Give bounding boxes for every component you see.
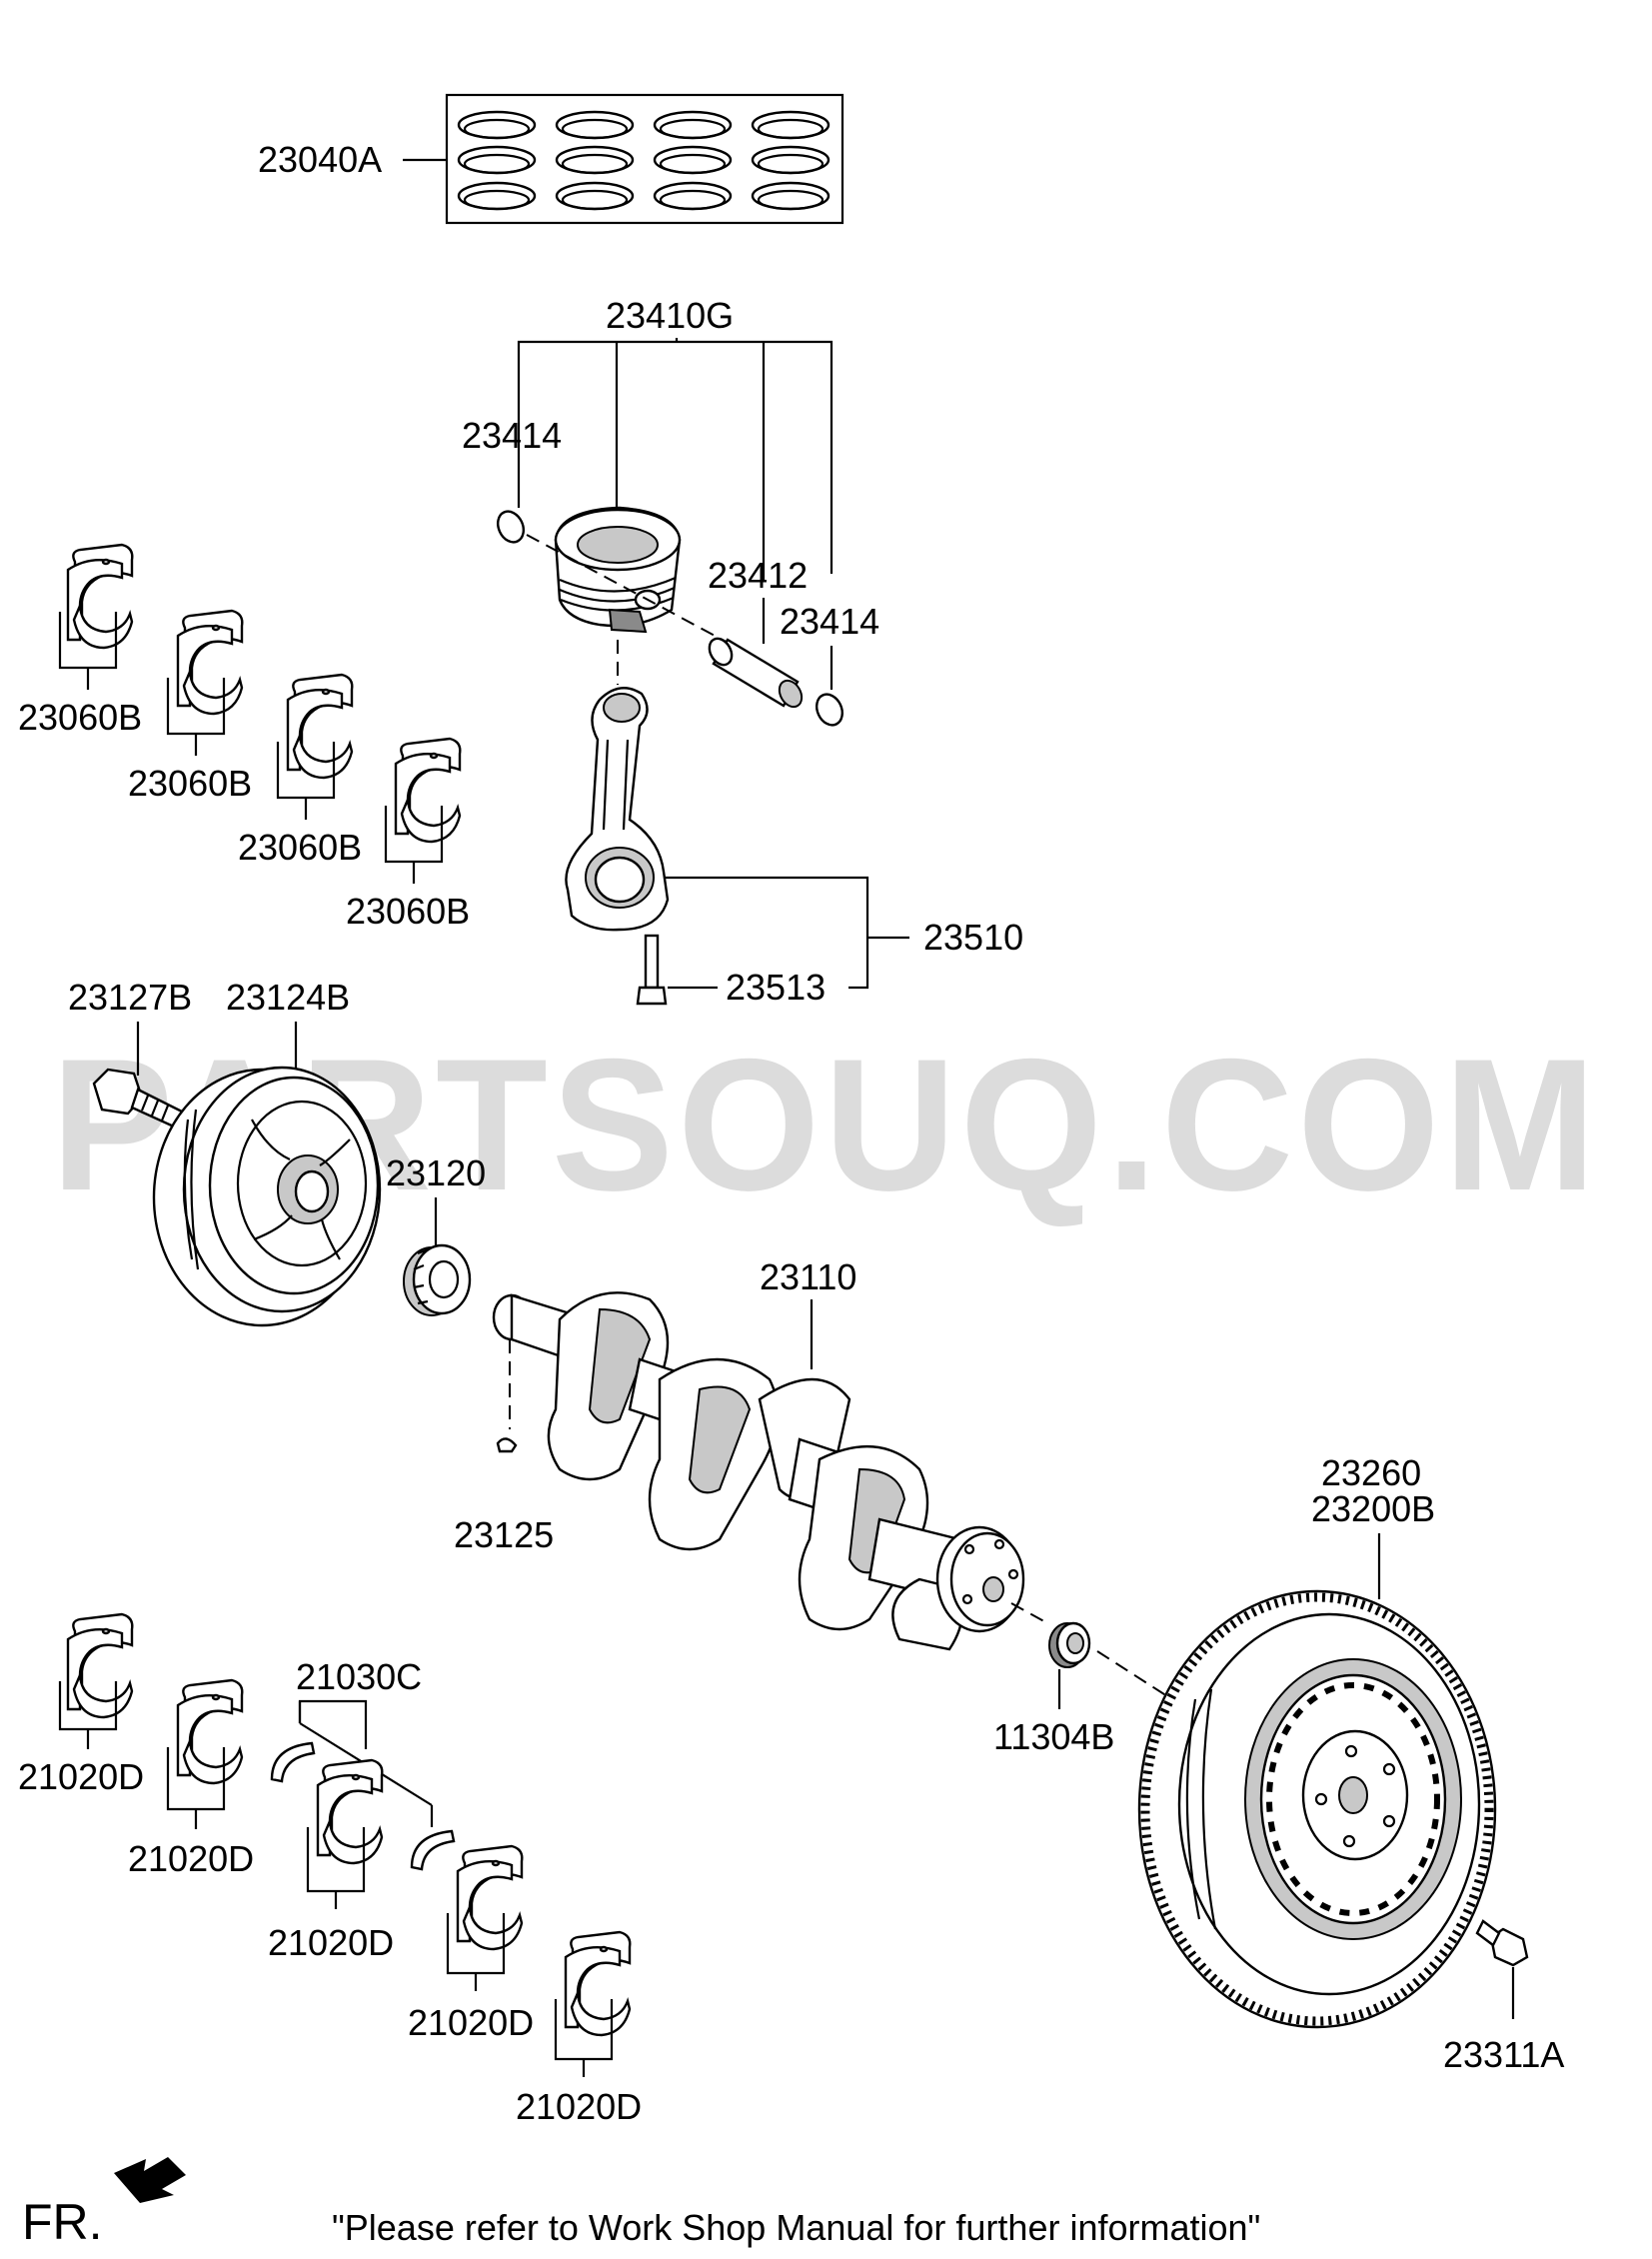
front-arrow-icon <box>114 2157 186 2203</box>
label-23040A: 23040A <box>258 139 382 180</box>
thrust-washer-1 <box>270 1741 316 1783</box>
snap-ring-right <box>815 693 844 727</box>
label-23510: 23510 <box>923 917 1023 958</box>
lower-bearing-2 <box>176 1678 244 1785</box>
lower-bearing-3 <box>316 1758 384 1865</box>
crankshaft <box>492 1291 1025 1651</box>
pilot-bearing <box>1048 1621 1091 1668</box>
label-23410G: 23410G <box>606 295 734 336</box>
lower-bearing-4 <box>456 1844 524 1951</box>
flywheel-bolt <box>1475 1919 1529 1967</box>
label-23124B: 23124B <box>226 977 350 1018</box>
label-23110: 23110 <box>760 1256 856 1297</box>
lower-bearing-5 <box>564 1930 632 2037</box>
label-23414-left: 23414 <box>462 415 562 456</box>
lower-bearing-1 <box>66 1612 134 1719</box>
upper-bearing-2 <box>176 609 244 716</box>
label-23125: 23125 <box>454 1514 554 1555</box>
upper-bearing-3 <box>286 673 354 780</box>
label-23060B-4: 23060B <box>346 891 470 932</box>
piston-ring-set <box>445 93 844 225</box>
label-23513: 23513 <box>726 967 826 1008</box>
piston <box>554 506 682 634</box>
piston-pin <box>708 637 804 709</box>
label-23260: 23260 <box>1321 1452 1421 1493</box>
label-21020D-1: 21020D <box>18 1756 144 1797</box>
label-23200B: 23200B <box>1311 1488 1435 1529</box>
snap-ring-left <box>496 510 526 544</box>
upper-bearing-1 <box>66 543 134 650</box>
label-11304B: 11304B <box>993 1716 1114 1757</box>
rod-bolt <box>636 934 668 1006</box>
label-23311A: 23311A <box>1443 2034 1564 2075</box>
front-direction-label: FR. <box>22 2194 103 2250</box>
label-21020D-5: 21020D <box>516 2086 642 2127</box>
label-23127B: 23127B <box>68 977 192 1018</box>
label-23060B-3: 23060B <box>238 827 362 868</box>
label-21020D-3: 21020D <box>268 1922 394 1963</box>
label-23060B-1: 23060B <box>18 697 142 738</box>
footer-note: "Please refer to Work Shop Manual for fu… <box>332 2207 1260 2248</box>
connecting-rod <box>565 687 670 932</box>
crank-sprocket <box>403 1243 472 1316</box>
label-23060B-2: 23060B <box>128 763 252 804</box>
label-21020D-4: 21020D <box>408 2002 534 2043</box>
thrust-washer-2 <box>410 1829 456 1871</box>
upper-bearing-4 <box>394 737 462 844</box>
woodruff-key <box>496 1437 518 1453</box>
damper-pulley <box>152 1066 382 1327</box>
label-23412: 23412 <box>708 555 808 596</box>
label-23120: 23120 <box>386 1152 486 1193</box>
label-23414-right: 23414 <box>780 601 879 642</box>
flywheel <box>1137 1589 1497 2029</box>
label-21020D-2: 21020D <box>128 1838 254 1879</box>
label-21030C: 21030C <box>296 1656 422 1697</box>
